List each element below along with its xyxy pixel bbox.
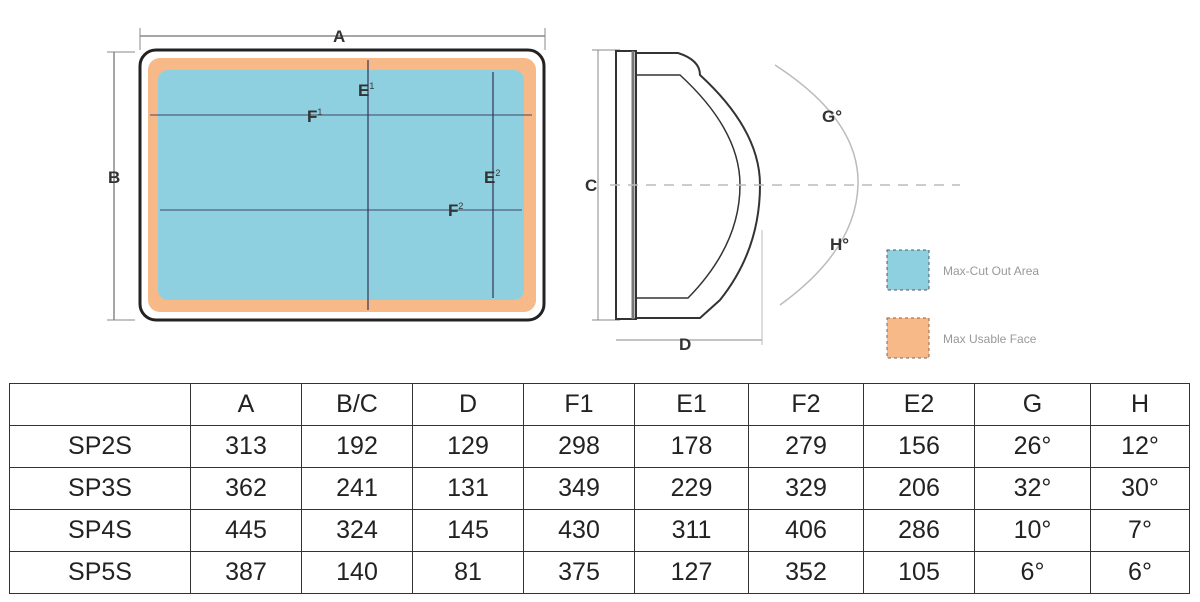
value-cell: 206 bbox=[863, 467, 975, 510]
value-cell: 156 bbox=[863, 425, 975, 468]
legend-label-usable-face: Max Usable Face bbox=[943, 332, 1037, 346]
label-a: A bbox=[333, 27, 345, 46]
value-cell: 192 bbox=[301, 425, 413, 468]
header-cell: E1 bbox=[634, 383, 749, 426]
front-view: A B E1 F1 E2 F2 bbox=[107, 27, 546, 322]
value-cell: 32° bbox=[974, 467, 1091, 510]
value-cell: 375 bbox=[523, 551, 635, 594]
label-e2: E2 bbox=[484, 168, 500, 187]
value-cell: 286 bbox=[863, 509, 975, 552]
value-cell: 406 bbox=[748, 509, 864, 552]
value-cell: 6° bbox=[974, 551, 1091, 594]
value-cell: 352 bbox=[748, 551, 864, 594]
header-cell: B/C bbox=[301, 383, 413, 426]
value-cell: 81 bbox=[412, 551, 524, 594]
value-cell: 6° bbox=[1090, 551, 1190, 594]
value-cell: 7° bbox=[1090, 509, 1190, 552]
legend-swatch-usable-face bbox=[886, 317, 930, 359]
value-cell: 279 bbox=[748, 425, 864, 468]
value-cell: 349 bbox=[523, 467, 635, 510]
header-cell bbox=[9, 383, 191, 426]
model-cell: SP3S bbox=[9, 467, 191, 510]
value-cell: 362 bbox=[190, 467, 302, 510]
value-cell: 387 bbox=[190, 551, 302, 594]
value-cell: 229 bbox=[634, 467, 749, 510]
label-d: D bbox=[679, 335, 691, 354]
table-header-row: A B/C D F1 E1 F2 E2 G H bbox=[9, 383, 1190, 426]
value-cell: 329 bbox=[748, 467, 864, 510]
model-cell: SP2S bbox=[9, 425, 191, 468]
model-cell: SP5S bbox=[9, 551, 191, 594]
value-cell: 10° bbox=[974, 509, 1091, 552]
label-f1: F1 bbox=[307, 107, 322, 126]
value-cell: 445 bbox=[190, 509, 302, 552]
label-c: C bbox=[585, 176, 597, 195]
value-cell: 140 bbox=[301, 551, 413, 594]
header-cell: H bbox=[1090, 383, 1190, 426]
header-cell: A bbox=[190, 383, 302, 426]
dimension-diagram: A B E1 F1 E2 F2 C D G° H° Max-Cut Out Ar bbox=[107, 27, 1039, 359]
label-g-angle: G° bbox=[822, 107, 842, 126]
value-cell: 241 bbox=[301, 467, 413, 510]
header-cell: G bbox=[974, 383, 1091, 426]
value-cell: 298 bbox=[523, 425, 635, 468]
legend-swatch-cut-out bbox=[886, 249, 930, 291]
side-view bbox=[592, 49, 960, 345]
value-cell: 178 bbox=[634, 425, 749, 468]
value-cell: 145 bbox=[412, 509, 524, 552]
legend-label-cut-out: Max-Cut Out Area bbox=[943, 264, 1039, 278]
label-b: B bbox=[108, 168, 120, 187]
header-cell: F2 bbox=[748, 383, 864, 426]
value-cell: 105 bbox=[863, 551, 975, 594]
value-cell: 127 bbox=[634, 551, 749, 594]
value-cell: 26° bbox=[974, 425, 1091, 468]
label-e1: E1 bbox=[358, 81, 374, 100]
value-cell: 313 bbox=[190, 425, 302, 468]
header-cell: E2 bbox=[863, 383, 975, 426]
value-cell: 311 bbox=[634, 509, 749, 552]
header-cell: F1 bbox=[523, 383, 635, 426]
legend: Max-Cut Out Area Max Usable Face bbox=[886, 249, 1039, 359]
label-f2: F2 bbox=[448, 201, 463, 220]
label-h-angle: H° bbox=[830, 235, 849, 254]
value-cell: 430 bbox=[523, 509, 635, 552]
value-cell: 12° bbox=[1090, 425, 1190, 468]
model-cell: SP4S bbox=[9, 509, 191, 552]
value-cell: 129 bbox=[412, 425, 524, 468]
value-cell: 324 bbox=[301, 509, 413, 552]
value-cell: 30° bbox=[1090, 467, 1190, 510]
header-cell: D bbox=[412, 383, 524, 426]
value-cell: 131 bbox=[412, 467, 524, 510]
